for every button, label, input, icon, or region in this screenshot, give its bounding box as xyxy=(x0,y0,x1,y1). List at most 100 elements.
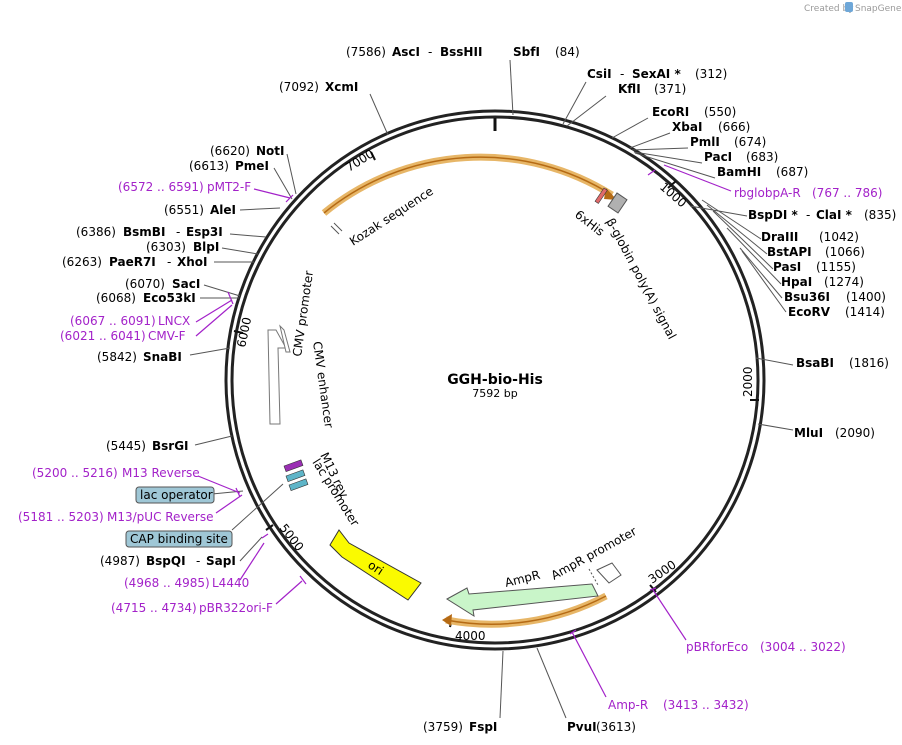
ampr-arrow xyxy=(446,583,599,618)
primer-m13rev: M13 Reverse xyxy=(122,466,200,480)
site-alei: AleI xyxy=(210,203,236,217)
snapgene-logo-icon xyxy=(845,2,853,12)
site-bspdi-pos: (835) xyxy=(864,208,896,222)
site-noti-pos: (6620) xyxy=(210,144,250,158)
site-hpai-pos: (1274) xyxy=(824,275,864,289)
site-xbai-pos: (666) xyxy=(718,120,750,134)
site-pmli-pos: (674) xyxy=(734,135,766,149)
site-kfli: KflI xyxy=(618,82,641,96)
site-paci: PacI xyxy=(704,150,732,164)
site-csii: CsiI xyxy=(587,67,612,81)
primer-lncx-range: (6067 .. 6091) xyxy=(70,314,156,328)
primer-cmvf-range: (6021 .. 6041) xyxy=(60,329,146,343)
site-eco53ki: Eco53kI xyxy=(143,291,196,305)
site-pvui: PvuI xyxy=(567,720,597,734)
orf-arc-top-line xyxy=(323,156,613,214)
site-bsrgi: BsrGI xyxy=(152,439,189,453)
site-saci-pos: (6070) xyxy=(125,277,165,291)
primer-m13puc-range: (5181 .. 5203) xyxy=(18,510,104,524)
site-hpai: HpaI xyxy=(781,275,812,289)
primer-l4440: L4440 xyxy=(212,576,249,590)
scale-ticks xyxy=(233,151,759,628)
site-bamhi-pos: (687) xyxy=(776,165,808,179)
site-pmli: PmlI xyxy=(690,135,720,149)
feature-kozak: Kozak sequence xyxy=(347,184,436,248)
site-saci: SacI xyxy=(172,277,200,291)
site-bsmbi: BsmBI xyxy=(123,225,165,239)
site-pmei-pos: (6613) xyxy=(189,159,229,173)
site-ecori-pos: (550) xyxy=(704,105,736,119)
site-bspqi: BspQI xyxy=(146,554,186,568)
feature-6xhis: 6xHis xyxy=(572,207,607,239)
orf-arrowhead-bottom xyxy=(442,614,452,626)
cmv-enhancer-arrow xyxy=(267,329,287,425)
credit-brand: SnapGene xyxy=(855,4,902,14)
site-bsabi-pos: (1816) xyxy=(849,356,889,370)
site-sexai: SexAI * xyxy=(632,67,681,81)
primer-cmvf: CMV-F xyxy=(148,329,186,343)
feature-ampr: AmpR xyxy=(503,568,541,590)
site-paer7i: PaeR7I xyxy=(109,255,156,269)
site-fspi-pos: (3759) xyxy=(423,720,463,734)
lac-operator-box xyxy=(135,486,215,504)
primer-rbglobpa-range: (767 .. 786) xyxy=(812,186,882,200)
site-noti: NotI xyxy=(256,144,285,158)
primer-l4440-range: (4968 .. 4985) xyxy=(124,576,210,590)
site-xhoi: XhoI xyxy=(177,255,208,269)
site-bamhi: BamHI xyxy=(717,165,761,179)
site-leader-lines xyxy=(189,59,794,719)
site-ecorv-pos: (1414) xyxy=(845,305,885,319)
site-bsrgi-pos: (5445) xyxy=(106,439,146,453)
site-mlui: MluI xyxy=(794,426,823,440)
site-eco53ki-pos: (6068) xyxy=(96,291,136,305)
site-mlui-pos: (2090) xyxy=(835,426,875,440)
lac-promoter-marker xyxy=(288,478,309,492)
site-bspqi-pos: (4987) xyxy=(100,554,140,568)
kozak-marker xyxy=(330,225,340,235)
svg-text:-: - xyxy=(176,225,180,239)
site-ecori: EcoRI xyxy=(652,105,689,119)
primer-pbrforeco: pBRforEco xyxy=(686,640,748,654)
primer-m13rev-range: (5200 .. 5216) xyxy=(32,466,118,480)
site-snabi: SnaBI xyxy=(143,350,182,364)
orf-arc-bottom-line xyxy=(445,595,607,625)
ampr-promoter-arrow xyxy=(596,562,622,584)
site-bstapi-pos: (1066) xyxy=(825,245,865,259)
polya-marker xyxy=(607,192,628,214)
boxed-lac-operator: lac operator xyxy=(140,488,213,502)
svg-text:-: - xyxy=(167,255,171,269)
feature-ampr-promoter: AmpR promoter xyxy=(549,524,639,583)
plasmid-name: GGH-bio-His xyxy=(447,372,543,388)
site-pasi-pos: (1155) xyxy=(816,260,856,274)
primer-pbr322: pBR322ori-F xyxy=(199,601,273,615)
site-bsabi: BsaBI xyxy=(796,356,834,370)
boxed-cap-binding: CAP binding site xyxy=(130,532,228,546)
scale-7000: 7000 xyxy=(343,146,376,174)
site-pmei: PmeI xyxy=(235,159,269,173)
site-bsmbi-pos: (6386) xyxy=(76,225,116,239)
feature-polya: β-globin poly(A) signal xyxy=(603,216,679,342)
site-sbfi-pos: (84) xyxy=(555,45,580,59)
site-paci-pos: (683) xyxy=(746,150,778,164)
m13rev-marker xyxy=(283,459,304,473)
site-paer7i-pos: (6263) xyxy=(62,255,102,269)
site-sapi: SapI xyxy=(206,554,236,568)
primer-pbrforeco-range: (3004 .. 3022) xyxy=(760,640,846,654)
svg-text:-: - xyxy=(806,208,810,222)
site-xbai: XbaI xyxy=(672,120,702,134)
site-pasi: PasI xyxy=(773,260,801,274)
site-alei-pos: (6551) xyxy=(164,203,204,217)
plasmid-size: 7592 bp xyxy=(472,387,517,400)
svg-text:-: - xyxy=(196,554,200,568)
svg-text:-: - xyxy=(428,45,432,59)
site-csii-pos: (312) xyxy=(695,67,727,81)
primer-amp-r-range: (3413 .. 3432) xyxy=(663,698,749,712)
primer-pbr322-range: (4715 .. 4734) xyxy=(111,601,197,615)
site-xcmi-pos: (7092) xyxy=(279,80,319,94)
svg-text:-: - xyxy=(620,67,624,81)
site-bstapi: BstAPI xyxy=(767,245,812,259)
site-bsu36i-pos: (1400) xyxy=(846,290,886,304)
feature-cmv-enhancer: CMV enhancer xyxy=(310,340,336,428)
site-fspi: FspI xyxy=(469,720,497,734)
